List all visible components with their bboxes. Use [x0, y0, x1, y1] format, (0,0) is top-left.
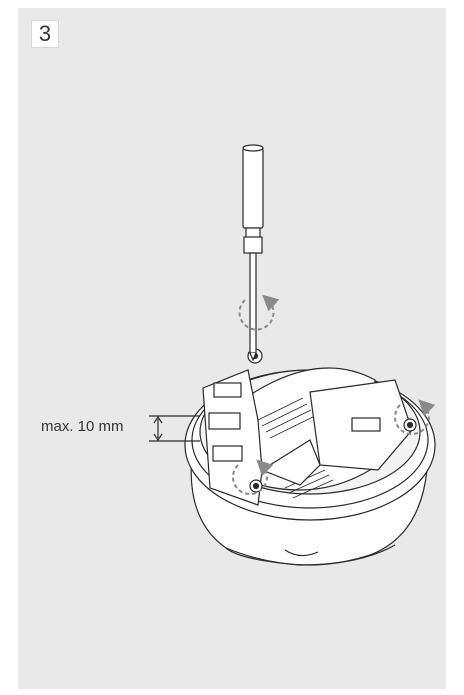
step-number: 3 — [38, 21, 52, 46]
screwdriver-icon — [242, 144, 264, 362]
dimension-arrow-icon — [149, 415, 200, 442]
screw-heads — [247, 348, 417, 493]
dimension-label: max. 10 mm — [41, 418, 124, 435]
instruction-panel — [18, 8, 446, 689]
mounting-plate — [202, 369, 413, 506]
mounting-slots — [208, 382, 381, 462]
step-number-badge: 3 — [31, 20, 59, 48]
